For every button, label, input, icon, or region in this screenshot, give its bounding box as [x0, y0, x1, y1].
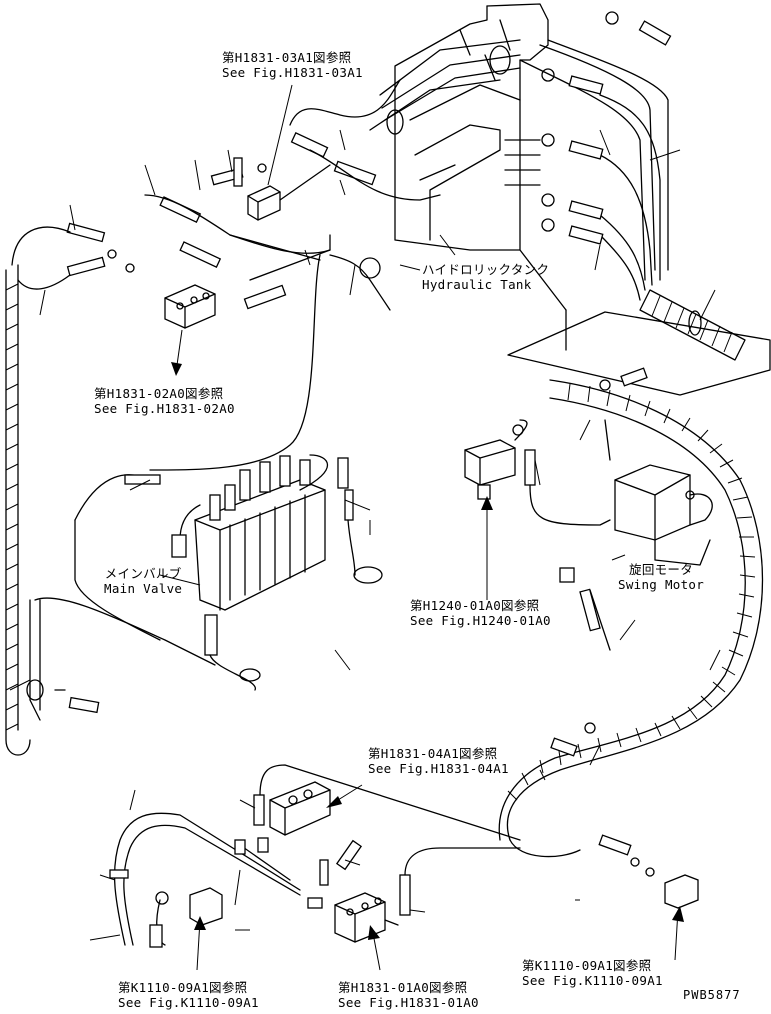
swing-motor-label: 旋回モータ Swing Motor	[618, 562, 704, 592]
block-h1831-03a1	[210, 79, 441, 221]
ref-k1110-09a1-left-jp: 第K1110-09A1図参照	[118, 980, 248, 995]
ref-label-h1831-01a0: 第H1831-01A0図参照 See Fig.H1831-01A0	[338, 980, 479, 1010]
ref-label-k1110-09a1-right: 第K1110-09A1図参照 See Fig.K1110-09A1	[522, 958, 663, 988]
tank-hoses	[519, 11, 746, 361]
ref-h1831-03a1-jp: 第H1831-03A1図参照	[222, 50, 352, 65]
ref-label-h1831-04a1: 第H1831-04A1図参照 See Fig.H1831-04A1	[368, 746, 509, 776]
main-valve	[149, 254, 383, 691]
main-valve-label: メインバルブ Main Valve	[104, 566, 182, 596]
ref-k1110-09a1-right-jp: 第K1110-09A1図参照	[522, 958, 652, 973]
ref-label-k1110-09a1-left: 第K1110-09A1図参照 See Fig.K1110-09A1	[118, 980, 259, 1010]
main-valve-jp: メインバルブ	[104, 566, 182, 581]
ref-h1831-02a0-jp: 第H1831-02A0図参照	[94, 386, 224, 401]
hydraulic-tank-jp: ハイドロリックタンク	[422, 262, 550, 277]
ref-label-h1831-02a0: 第H1831-02A0図参照 See Fig.H1831-02A0	[94, 386, 235, 416]
drawing-code: PWB5877	[683, 988, 741, 1002]
ref-k1110-09a1-right-en: See Fig.K1110-09A1	[522, 973, 663, 988]
block-h1831-02a0	[66, 194, 391, 329]
ref-h1240-01a0-jp: 第H1240-01A0図参照	[410, 598, 540, 613]
right-spiral-hose	[498, 379, 764, 909]
ref-h1831-01a0-jp: 第H1831-01A0図参照	[338, 980, 468, 995]
ref-h1831-02a0-en: See Fig.H1831-02A0	[94, 401, 235, 416]
main-valve-en: Main Valve	[104, 581, 183, 596]
swing-motor-jp: 旋回モータ	[629, 562, 694, 577]
block-h1831-01a0	[307, 839, 521, 943]
ref-label-h1240-01a0: 第H1240-01A0図参照 See Fig.H1240-01A0	[410, 598, 551, 628]
hydraulic-tank-label: ハイドロリックタンク Hydraulic Tank	[422, 262, 549, 292]
left-hose	[5, 226, 216, 756]
swing-motor	[559, 464, 713, 651]
ref-h1831-03a1-en: See Fig.H1831-03A1	[222, 65, 363, 80]
hydraulic-tank	[369, 3, 771, 396]
ref-h1831-01a0-en: See Fig.H1831-01A0	[338, 995, 479, 1010]
solenoid-valve	[464, 367, 648, 526]
ref-k1110-09a1-left-en: See Fig.K1110-09A1	[118, 995, 259, 1010]
ref-h1831-04a1-jp: 第H1831-04A1図参照	[368, 746, 498, 761]
ref-h1240-01a0-en: See Fig.H1240-01A0	[410, 613, 551, 628]
hydraulic-tank-en: Hydraulic Tank	[422, 277, 532, 292]
block-h1831-04a1	[253, 722, 596, 853]
ref-h1831-04a1-en: See Fig.H1831-04A1	[368, 761, 509, 776]
swing-motor-en: Swing Motor	[618, 577, 705, 592]
ref-label-h1831-03a1: 第H1831-03A1図参照 See Fig.H1831-03A1	[222, 50, 363, 80]
lower-left-hose	[109, 812, 301, 948]
leader-lines	[9, 84, 721, 971]
